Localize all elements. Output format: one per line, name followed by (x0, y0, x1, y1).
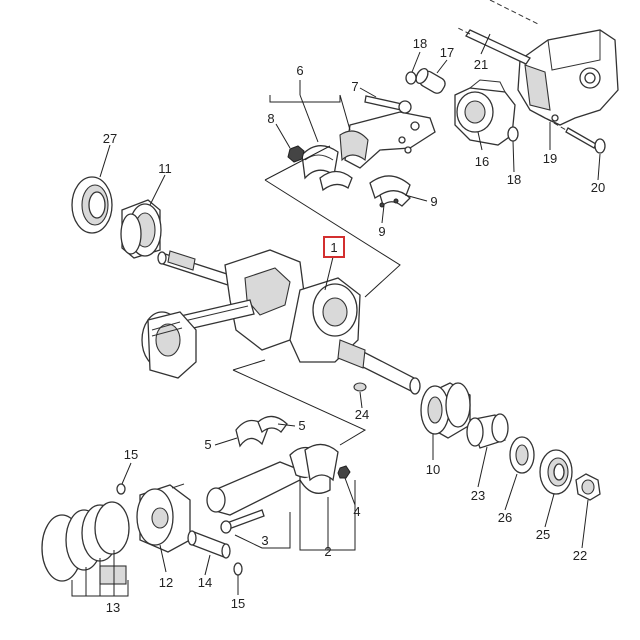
bushing (415, 67, 446, 94)
callout-6[interactable]: 6 (296, 63, 303, 78)
crankshaft-assembly (141, 249, 421, 395)
callout-11[interactable]: 11 (158, 161, 172, 176)
callout-12[interactable]: 12 (159, 575, 173, 590)
piston-12 (136, 483, 191, 553)
dowel-pin (457, 0, 541, 65)
bearing-shells-5 (235, 415, 288, 448)
oil-seal-27 (71, 176, 113, 234)
callout-13[interactable]: 13 (106, 600, 120, 615)
rod-nut-4 (337, 465, 351, 479)
clip-15-upper (116, 483, 126, 495)
rod-bolts-3 (220, 509, 265, 534)
callout-8[interactable]: 8 (267, 111, 274, 126)
o-ring-18-lower (507, 126, 519, 142)
bolt-20 (539, 114, 606, 154)
balancer-housing (339, 111, 436, 169)
clip-15-lower (233, 562, 243, 576)
callout-7[interactable]: 7 (351, 79, 358, 94)
bearing-10 (420, 382, 471, 439)
callout-19[interactable]: 19 (543, 151, 557, 166)
callout-5-right[interactable]: 5 (298, 418, 305, 433)
callout-23[interactable]: 23 (471, 488, 485, 503)
nut-8 (287, 145, 305, 163)
callout-26[interactable]: 26 (498, 510, 512, 525)
o-ring-upper (405, 71, 417, 85)
callout-25[interactable]: 25 (536, 527, 550, 542)
piston-rings-13 (41, 501, 130, 585)
callout-4[interactable]: 4 (353, 504, 360, 519)
callout-24[interactable]: 24 (355, 407, 369, 422)
bolt-7 (364, 95, 412, 114)
callout-1-highlight (323, 236, 345, 258)
callout-14[interactable]: 14 (198, 575, 212, 590)
callout-21[interactable]: 21 (474, 57, 488, 72)
nut-22 (575, 473, 601, 501)
oil-seal-25 (539, 449, 573, 495)
seal-26 (509, 436, 535, 474)
woodruff-key-24 (353, 382, 367, 392)
callout-3[interactable]: 3 (261, 533, 268, 548)
callout-10[interactable]: 10 (426, 462, 440, 477)
callout-9-right[interactable]: 9 (430, 194, 437, 209)
callout-5-left[interactable]: 5 (204, 437, 211, 452)
bearing-shell-6-left (301, 145, 353, 192)
leader-lines (71, 33, 601, 597)
callout-18-upper[interactable]: 18 (413, 36, 427, 51)
bearing-cap-9 (369, 175, 411, 208)
bearing-11 (120, 199, 162, 259)
callout-15-lower[interactable]: 15 (231, 596, 245, 611)
callout-2[interactable]: 2 (324, 544, 331, 559)
callout-20[interactable]: 20 (591, 180, 605, 195)
rod-cap (304, 443, 339, 482)
spacer-23 (466, 413, 509, 449)
callout-16[interactable]: 16 (475, 154, 489, 169)
callout-18-lower[interactable]: 18 (507, 172, 521, 187)
callout-9-lower[interactable]: 9 (378, 224, 385, 239)
cam-cap (454, 79, 516, 146)
callout-1[interactable]: 1 (330, 240, 337, 255)
callout-22[interactable]: 22 (573, 548, 587, 563)
callout-27[interactable]: 27 (103, 131, 117, 146)
callout-17[interactable]: 17 (440, 45, 454, 60)
callout-15-upper[interactable]: 15 (124, 447, 138, 462)
housing-bracket (517, 29, 619, 126)
piston-pin-14 (187, 530, 231, 559)
